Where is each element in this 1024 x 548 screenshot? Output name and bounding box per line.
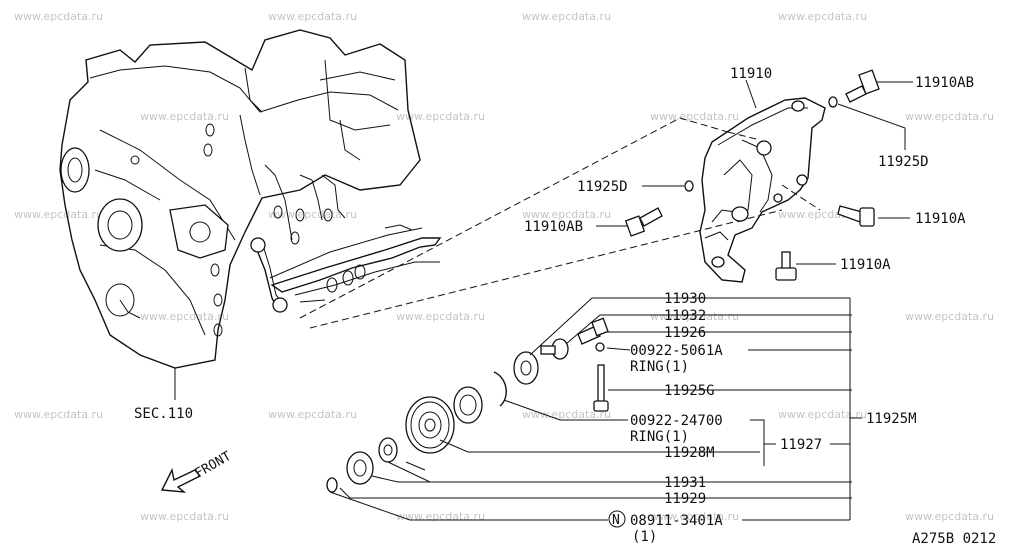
part-label-11928M: 11928M <box>664 445 715 461</box>
part-label-11930: 11930 <box>664 291 706 307</box>
watermark: www.epcdata.ru <box>140 310 229 323</box>
watermark: www.epcdata.ru <box>905 510 994 523</box>
watermark: www.epcdata.ru <box>522 208 611 221</box>
collar-11930 <box>513 351 539 385</box>
projection-lines <box>299 117 821 329</box>
watermark-layer: www.epcdata.ru www.epcdata.ru www.epcdat… <box>14 10 994 523</box>
engine-block-illustration <box>59 29 421 400</box>
washer-11925D-left <box>684 180 694 192</box>
watermark: www.epcdata.ru <box>396 310 485 323</box>
watermark: www.epcdata.ru <box>396 510 485 523</box>
part-label-11925G: 11925G <box>664 383 715 399</box>
n-bolt-marker-symbol: N <box>612 513 620 528</box>
part-label-11929: 11929 <box>664 491 706 507</box>
watermark: www.epcdata.ru <box>140 510 229 523</box>
watermark: www.epcdata.ru <box>268 208 357 221</box>
bolt-11926 <box>577 317 609 345</box>
watermark: www.epcdata.ru <box>905 310 994 323</box>
front-direction-indicator: FRONT <box>160 449 235 493</box>
part-label-11910A-lower: 11910A <box>840 257 891 273</box>
bolt-11910A-lower <box>775 251 797 281</box>
engine-section-reference: SEC.110 <box>134 406 193 422</box>
part-label-ring-1: RING(1) <box>630 359 689 375</box>
part-label-11931: 11931 <box>664 475 706 491</box>
watermark: www.epcdata.ru <box>14 208 103 221</box>
shaft-11932 <box>540 338 569 360</box>
part-label-11925D-right: 11925D <box>878 154 929 170</box>
part-label-qty: (1) <box>632 529 657 545</box>
watermark: www.epcdata.ru <box>650 510 739 523</box>
watermark: www.epcdata.ru <box>905 110 994 123</box>
watermark: www.epcdata.ru <box>650 110 739 123</box>
bolt-11910AB-left <box>624 207 663 237</box>
bolt-11910AB-top <box>845 69 880 103</box>
watermark: www.epcdata.ru <box>522 10 611 23</box>
part-label-11925D-left: 11925D <box>577 179 628 195</box>
part-label-00922-5061A: 00922-5061A <box>630 343 723 359</box>
ring-00922-5061A <box>595 342 605 352</box>
washer-11925D-right <box>828 96 838 108</box>
front-label: FRONT <box>193 449 235 482</box>
bolt-11910A-upper <box>837 205 875 227</box>
washer-11929 <box>346 451 374 485</box>
part-label-11925M: 11925M <box>866 411 917 427</box>
watermark: www.epcdata.ru <box>650 310 739 323</box>
watermark: www.epcdata.ru <box>778 408 867 421</box>
part-label-08911-3401A: 08911-3401A <box>630 513 723 529</box>
part-label-00922-24700: 00922-24700 <box>630 413 723 429</box>
part-label-11926: 11926 <box>664 325 706 341</box>
part-label-11910: 11910 <box>730 66 772 82</box>
watermark: www.epcdata.ru <box>268 10 357 23</box>
watermark: www.epcdata.ru <box>140 110 229 123</box>
watermark: www.epcdata.ru <box>14 10 103 23</box>
watermark: www.epcdata.ru <box>522 408 611 421</box>
nut-08911-3401A <box>326 477 338 493</box>
snap-ring-00922-24700 <box>493 371 507 407</box>
watermark: www.epcdata.ru <box>268 408 357 421</box>
front-arrow-icon <box>160 467 202 493</box>
watermark: www.epcdata.ru <box>778 10 867 23</box>
bracket-11910-illustration <box>699 97 826 283</box>
part-label-11932: 11932 <box>664 308 706 324</box>
leader-lines <box>329 79 913 521</box>
part-label-11910A-upper: 11910A <box>915 211 966 227</box>
watermark: www.epcdata.ru <box>396 110 485 123</box>
bearing-11928M <box>453 386 483 424</box>
n-bolt-marker-icon <box>608 510 626 528</box>
spacer-11931 <box>378 437 398 463</box>
bracket-engine-side-illustration <box>250 224 442 313</box>
part-label-11927: 11927 <box>780 437 822 453</box>
part-label-11910AB-top: 11910AB <box>915 75 974 91</box>
pulley-stack-illustration <box>326 317 609 493</box>
diagram-code: A275B 0212 <box>912 531 996 547</box>
part-labels: 11910 11910AB 11925D 11925D 11910AB 1191… <box>134 66 996 547</box>
pulley-11927 <box>405 396 455 454</box>
part-label-ring-1: RING(1) <box>630 429 689 445</box>
watermark: www.epcdata.ru <box>14 408 103 421</box>
bolt-11925G <box>593 364 609 412</box>
part-label-11910AB-left: 11910AB <box>524 219 583 235</box>
